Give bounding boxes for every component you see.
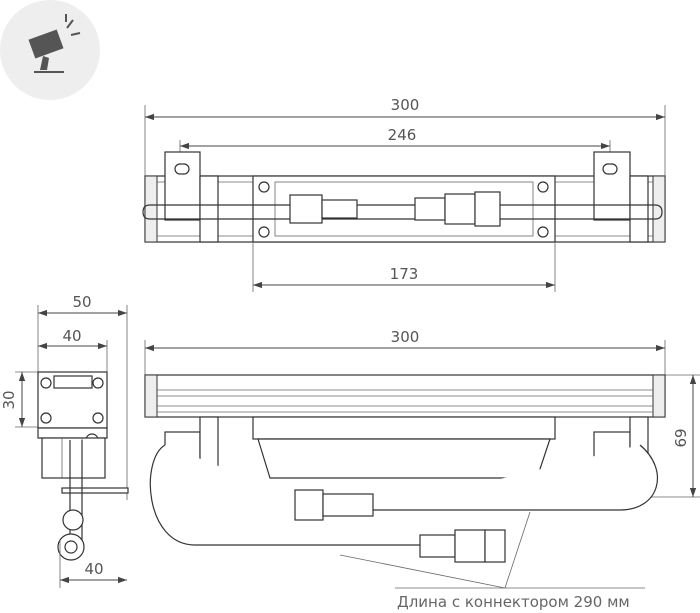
side-view: 50 40 30 40 (0, 293, 129, 588)
dimension-label-173: 173 (390, 265, 419, 283)
dimension-label-300-top: 300 (391, 96, 420, 114)
top-view: 300 246 17 (142, 96, 666, 292)
dimension-label-40-bottom: 40 (84, 560, 103, 578)
dimension-label-50: 50 (72, 293, 91, 311)
dimension-label-30: 30 (0, 390, 18, 409)
front-view: 300 69 Длина с конне (144, 328, 700, 611)
floodlight-icon (0, 0, 100, 100)
dimension-label-246: 246 (388, 126, 417, 144)
cable-length-note: Длина с коннектором 290 мм (397, 593, 630, 611)
dimension-label-69: 69 (672, 428, 690, 447)
dimension-label-40-top: 40 (62, 327, 81, 345)
dimension-label-300-front: 300 (391, 328, 420, 346)
